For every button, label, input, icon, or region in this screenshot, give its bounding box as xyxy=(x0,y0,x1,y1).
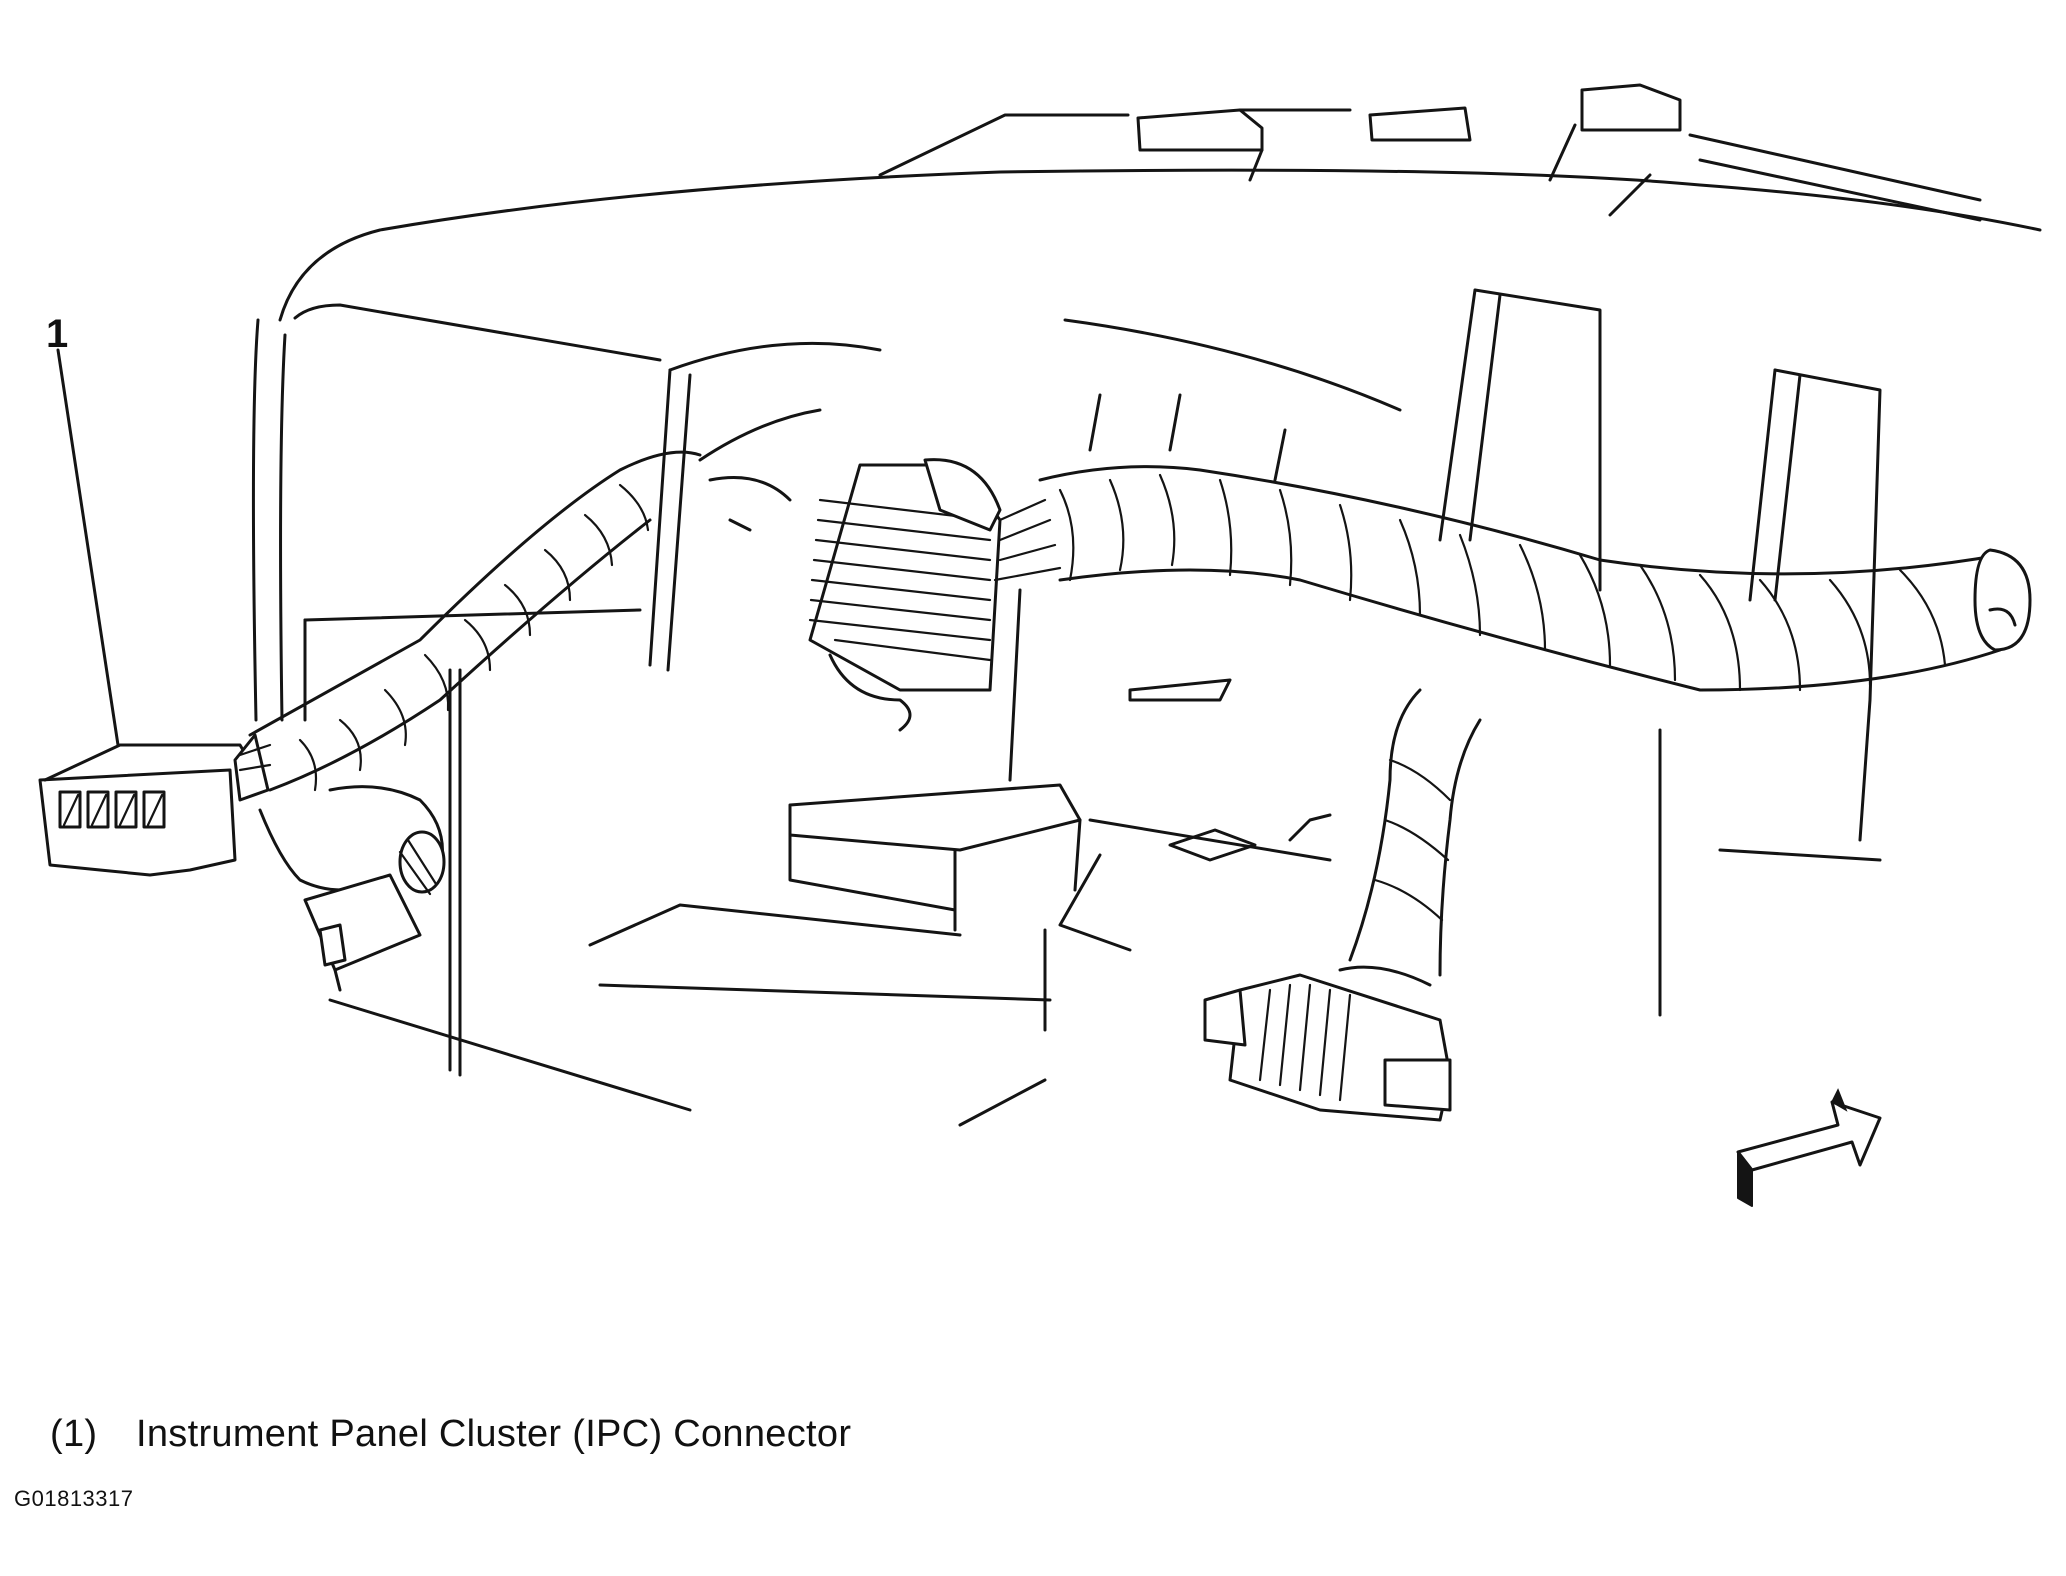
lower-right-connector xyxy=(1203,965,1452,1122)
legend-entry: (1) Instrument Panel Cluster (IPC) Connec… xyxy=(50,1413,851,1456)
arrow-icon xyxy=(1736,1088,1882,1207)
ipc-connector xyxy=(38,733,272,877)
center-console-block xyxy=(588,588,1332,1002)
dash-left-panel xyxy=(303,341,882,1077)
upper-connector xyxy=(808,458,1062,732)
lower-left-branch xyxy=(258,785,446,992)
dash-right-panels xyxy=(1063,288,1882,1017)
dash-top-outline xyxy=(251,83,2042,722)
callout-number: 1 xyxy=(46,312,69,356)
dash-lower-edges xyxy=(328,848,1882,1127)
legend-number: (1) xyxy=(50,1413,98,1455)
callout-leader-line xyxy=(56,348,120,747)
legend-text: Instrument Panel Cluster (IPC) Connector xyxy=(136,1413,852,1455)
main-wire-harness xyxy=(248,450,2032,977)
figure-id: G01813317 xyxy=(14,1486,134,1511)
